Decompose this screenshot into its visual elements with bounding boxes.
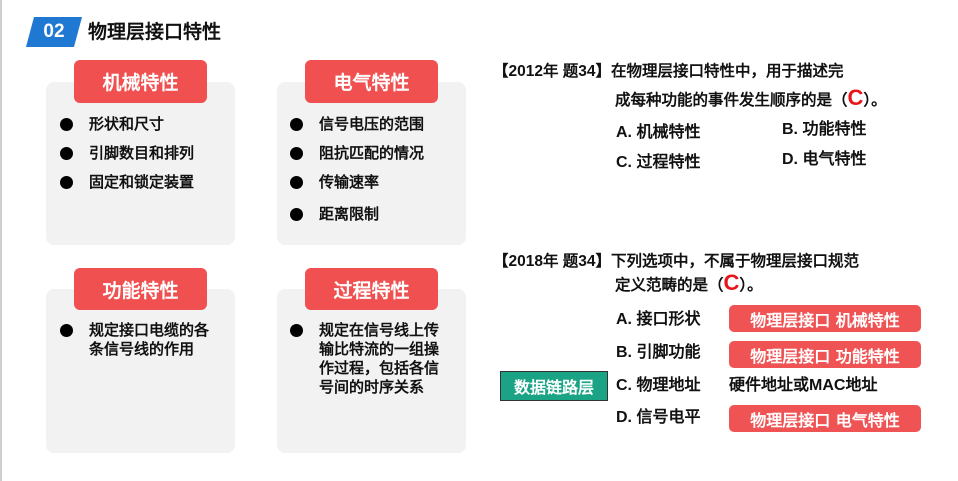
page-title: 物理层接口特性	[88, 21, 222, 43]
item-text: 距离限制	[319, 205, 380, 223]
procedural-tag: 过程特性	[305, 268, 438, 310]
functional-card	[46, 289, 235, 453]
list-item: 信号电压的范围	[290, 115, 424, 134]
q2-source: 【2018年 题34】	[493, 253, 612, 270]
item-text: 固定和锁定装置	[89, 173, 195, 191]
q1-option-c: C. 过程特性	[616, 154, 701, 171]
q1-text: 在物理层接口特性中，用于描述完	[611, 63, 844, 80]
q2-line1: 【2018年 题34】下列选项中，不属于物理层接口规范	[493, 251, 859, 273]
list-item: 阻抗匹配的情况	[290, 144, 424, 163]
bullet-icon	[60, 147, 73, 160]
bullet-icon	[290, 118, 303, 131]
bullet-icon	[60, 176, 73, 189]
q2-note-a: 物理层接口 机械特性	[729, 305, 921, 332]
q2-end: ）。	[739, 277, 763, 294]
item-text: 规定接口电缆的各条信号线的作用	[89, 321, 210, 358]
q2-option-c: C. 物理地址	[616, 377, 701, 394]
list-item: 引脚数目和排列	[60, 144, 194, 163]
q2-text2: 定义范畴的是（	[615, 277, 724, 294]
list-item: 固定和锁定装置	[60, 173, 194, 192]
q2-note-b: 物理层接口 功能特性	[729, 341, 921, 368]
q2-note-c: 硬件地址或MAC地址	[729, 377, 878, 394]
q2-option-d: D. 信号电平	[616, 409, 701, 426]
item-text: 信号电压的范围	[319, 115, 425, 133]
q2-text: 下列选项中，不属于物理层接口规范	[611, 253, 860, 270]
q1-option-b: B. 功能特性	[782, 121, 867, 138]
q1-option-d: D. 电气特性	[782, 151, 867, 168]
mechanical-tag: 机械特性	[74, 60, 207, 103]
bullet-icon	[60, 324, 73, 337]
q1-answer: C	[847, 85, 864, 110]
electrical-tag: 电气特性	[305, 60, 438, 103]
bullet-icon	[60, 118, 73, 131]
q1-option-a: A. 机械特性	[616, 124, 701, 141]
q2-line2: 定义范畴的是（C）。	[615, 272, 763, 297]
q1-end: ）。	[863, 92, 887, 109]
q2-option-b: B. 引脚功能	[616, 344, 701, 361]
list-item: 形状和尺寸	[60, 115, 164, 134]
section-number-badge: 02	[26, 17, 82, 47]
bullet-icon	[290, 147, 303, 160]
item-text: 规定在信号线上传输比特流的一组操作过程，包括各信号间的时序关系	[319, 321, 440, 396]
bullet-icon	[290, 208, 303, 221]
list-item: 规定在信号线上传输比特流的一组操作过程，包括各信号间的时序关系	[290, 321, 460, 397]
item-text: 引脚数目和排列	[89, 144, 195, 162]
electrical-card	[277, 82, 466, 245]
q1-text2: 成每种功能的事件发生顺序的是（	[615, 92, 848, 109]
mechanical-card	[46, 82, 235, 245]
q1-line1: 【2012年 题34】在物理层接口特性中，用于描述完	[493, 61, 844, 83]
q2-note-d: 物理层接口 电气特性	[729, 405, 921, 432]
q1-source: 【2012年 题34】	[493, 63, 612, 80]
item-text: 传输速率	[319, 173, 380, 191]
q1-line2: 成每种功能的事件发生顺序的是（C）。	[615, 87, 887, 112]
bullet-icon	[290, 176, 303, 189]
item-text: 形状和尺寸	[89, 115, 165, 133]
procedural-card	[277, 289, 466, 453]
bullet-icon	[290, 324, 303, 337]
list-item: 规定接口电缆的各条信号线的作用	[60, 321, 230, 359]
q2-answer: C	[723, 270, 740, 295]
list-item: 距离限制	[290, 205, 379, 224]
data-link-layer-tag: 数据链路层	[500, 371, 608, 401]
left-border	[0, 0, 2, 481]
q2-option-a: A. 接口形状	[616, 311, 701, 328]
list-item: 传输速率	[290, 173, 379, 192]
functional-tag: 功能特性	[74, 268, 207, 310]
item-text: 阻抗匹配的情况	[319, 144, 425, 162]
